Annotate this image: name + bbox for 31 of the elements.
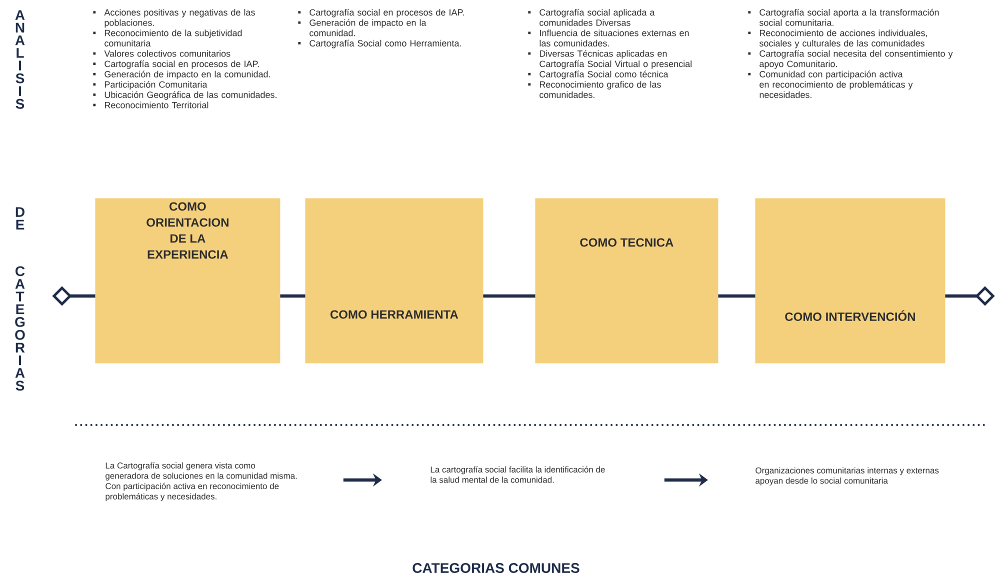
bullet-item: Valores colectivos comunitarios [93, 50, 230, 57]
summary-text: La cartografía social facilita la identificación de la salud mental de la comunidad. [430, 466, 605, 483]
bullet-item: Cartografía social necesita del consentimiento y apoyo Comunitario. [748, 50, 953, 69]
bullet-item: Cartografía social aporta a la transformación social comunitaria. [748, 8, 939, 26]
category-box: COMO INTERVENCIÓN [755, 198, 946, 364]
bullet-item: Cartografía Social como Herramienta. [298, 40, 461, 48]
vertical-label: ANALISIS [15, 10, 25, 109]
bullet-item: Reconocimiento de la subjetividad comunitaria [93, 30, 242, 46]
bullet-item: Influencia de situaciones externas en las comunidades. [528, 30, 689, 46]
bullet-item: Generación de impacto en la comunidad. [93, 70, 270, 80]
bullet-item: Reconocimiento Territorial [93, 102, 208, 108]
bullet-item: Cartografía social aplicada a comunidades Diversas [528, 8, 655, 26]
caption: CATEGORIAS COMUNES [412, 563, 580, 573]
bullet-item: Cartografía social en procesos de IAP. [93, 60, 259, 69]
category-box: COMO TECNICA [535, 198, 718, 364]
bullet-item: Diversas Técnicas aplicadas en Cartografía Social Virtual o presencial [528, 50, 692, 69]
summary-text: Organizaciones comunitarias internas y externas apoyan desde lo social comunitaria [756, 467, 939, 486]
bullet-item: Generación de impacto en la comunidad. [298, 19, 426, 36]
bullet-item: Cartografía Social como técnica [528, 70, 668, 80]
bullet-item: Reconocimiento grafico de las comunidades. [528, 81, 661, 98]
vertical-label: DE [16, 207, 24, 230]
bullet-item: Acciones positivas y negativas de las poblaciones. [93, 8, 255, 28]
summary-text: La Cartografía social genera vista como generadora de soluciones en la comunidad misma. Con participación activa en reconocimiento de problemáticas y necesidades. [106, 462, 297, 502]
category-box: COMO ORIENTACION DE LA EXPERIENCIA [95, 198, 280, 364]
bullet-item: Ubicación Geográfica de las comunidades. [93, 91, 276, 100]
bullet-item: Comunidad con participación activa en reconocimiento de problemáticas y necesidades. [748, 70, 913, 98]
category-box: COMO HERRAMIENTA [305, 198, 484, 364]
vertical-label: CATEGORIAS [15, 266, 25, 391]
bullet-item: Participación Comunitaria [93, 80, 208, 90]
bullet-item: Reconocimiento de acciones individuales, sociales y culturales de las comunidades [748, 30, 927, 48]
bullet-item: Cartografía social en procesos de IAP. [298, 8, 464, 18]
